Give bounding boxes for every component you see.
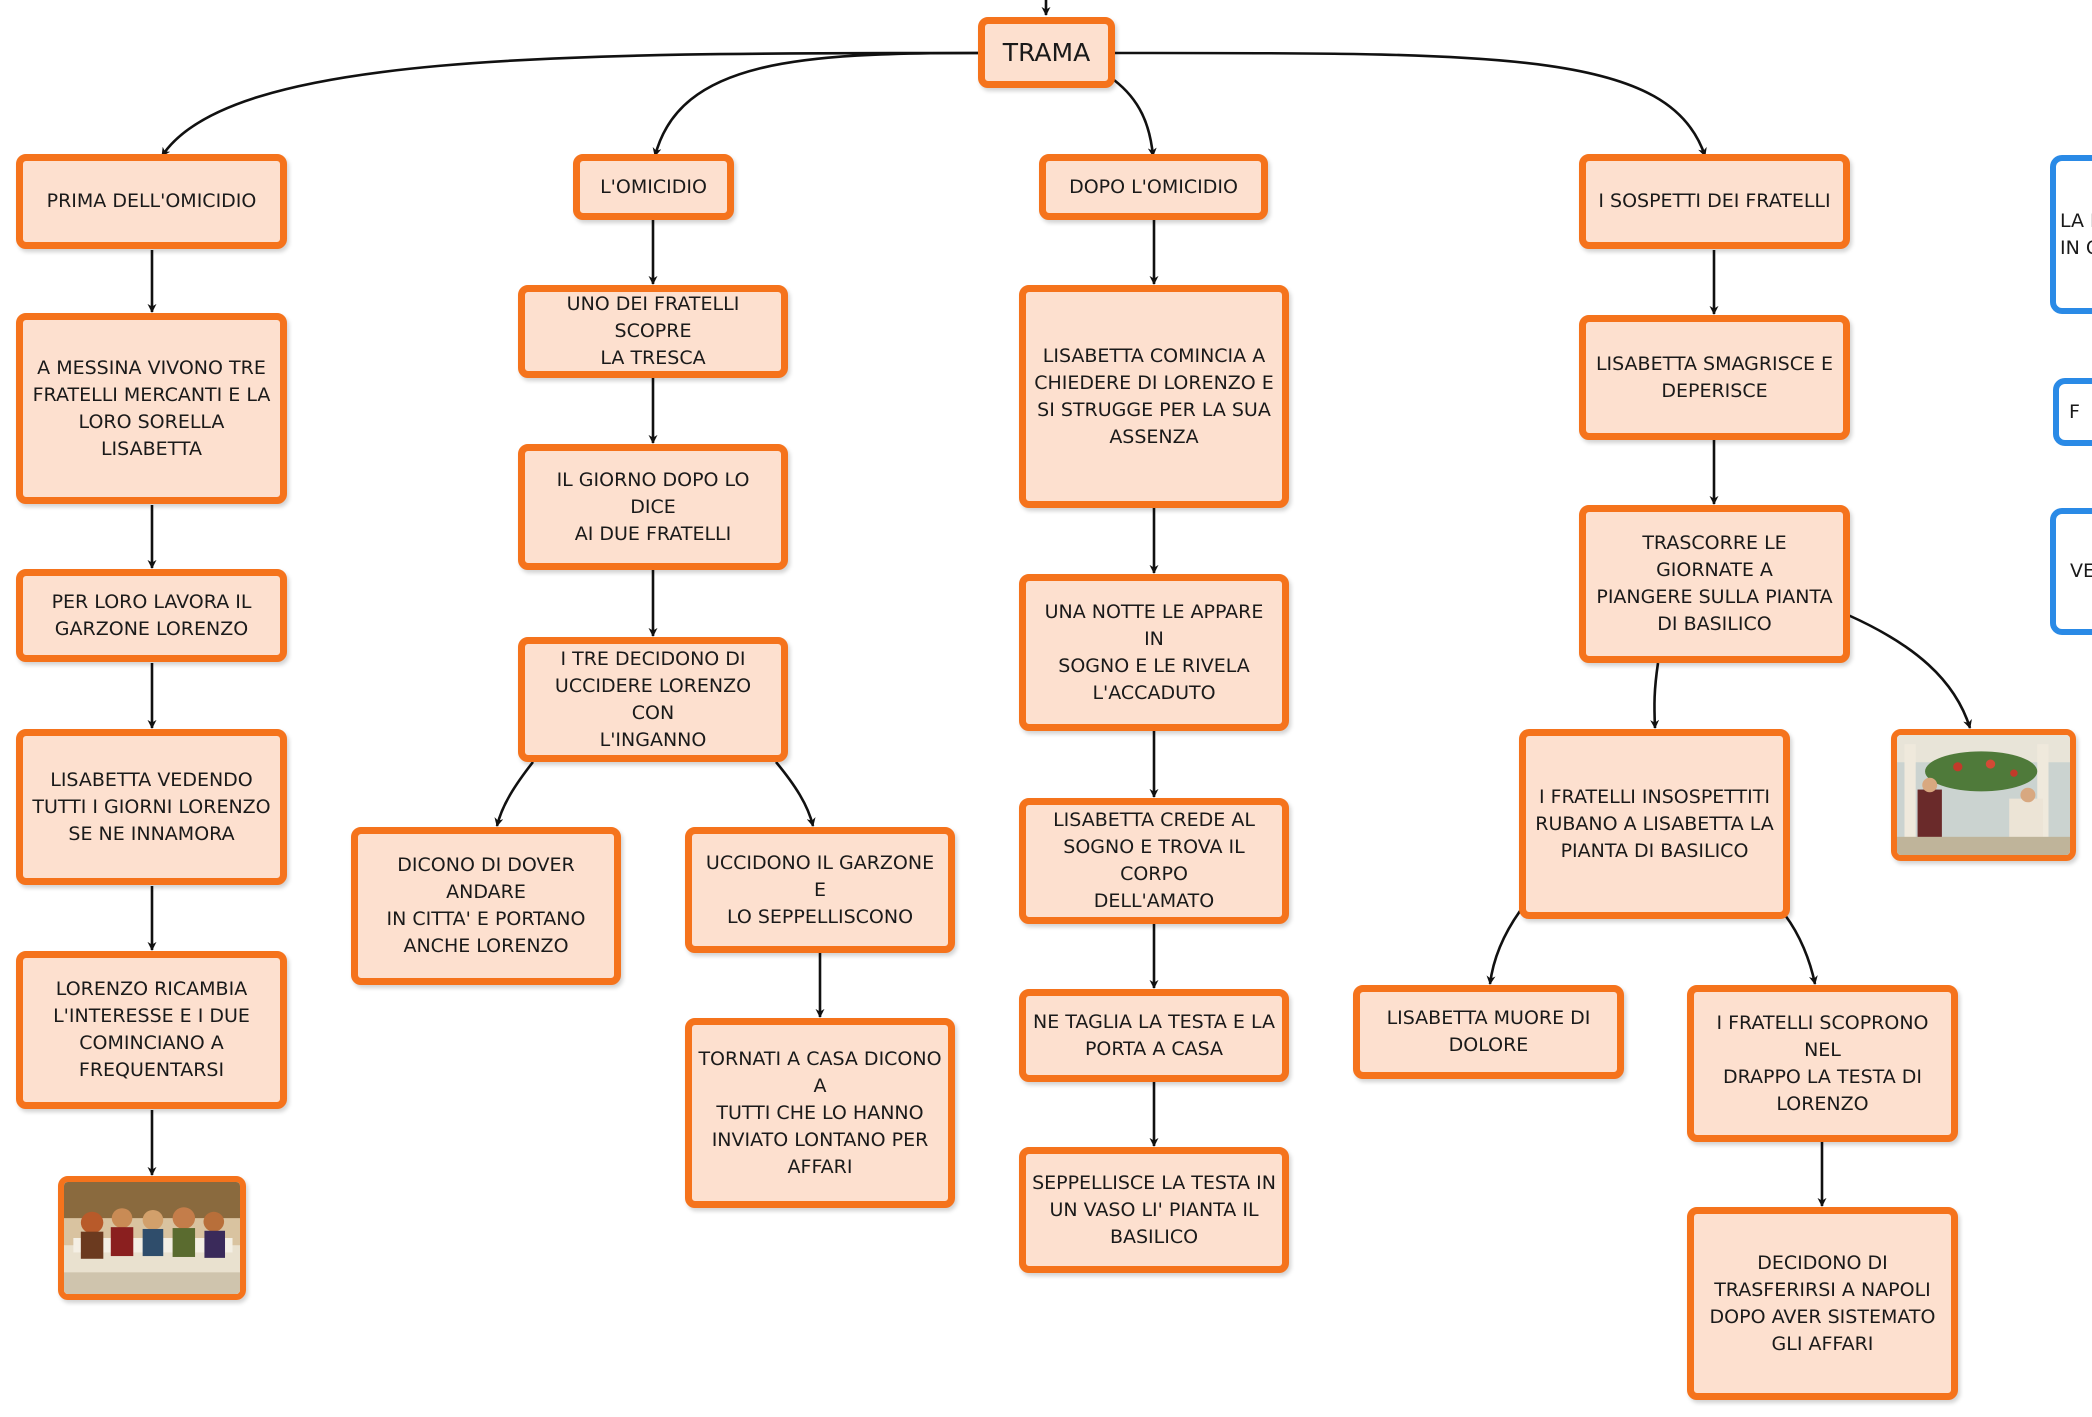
side-node-cut-2-label: F — [2069, 400, 2080, 423]
dopo-item-4[interactable]: NE TAGLIA LA TESTA E LA PORTA A CASA — [1019, 989, 1289, 1082]
connector-root-sospetti — [1113, 51, 1707, 157]
branch-title-prima[interactable]: PRIMA DELL'OMICIDIO — [16, 154, 287, 249]
connector-root-omicidio — [652, 51, 981, 157]
sospetti-item-1[interactable]: LISABETTA SMAGRISCE E DEPERISCE — [1579, 315, 1850, 440]
prima-item-2[interactable]: PER LORO LAVORA IL GARZONE LORENZO — [16, 569, 287, 662]
connector-omicidio-right — [774, 761, 816, 827]
side-node-cut-2[interactable]: F — [2053, 378, 2092, 446]
side-node-cut-1-line2: IN C — [2060, 236, 2092, 259]
sospetti-left-child[interactable]: LISABETTA MUORE DI DOLORE — [1353, 985, 1624, 1079]
dopo-item-1[interactable]: LISABETTA COMINCIA A CHIEDERE DI LORENZO… — [1019, 285, 1289, 508]
root-node-trama[interactable]: TRAMA — [978, 17, 1115, 88]
side-node-cut-1[interactable]: LA N IN C — [2050, 155, 2092, 314]
omicidio-right-child[interactable]: UCCIDONO IL GARZONE E LO SEPPELLISCONO — [685, 827, 955, 953]
side-node-cut-1-line1: LA N — [2060, 209, 2092, 232]
omicidio-item-3[interactable]: I TRE DECIDONO DI UCCIDERE LORENZO CON L… — [518, 637, 788, 762]
connector-sospetti-img — [1847, 613, 1972, 729]
prima-item-1[interactable]: A MESSINA VIVONO TRE FRATELLI MERCANTI E… — [16, 313, 287, 504]
connector-root-prima — [160, 51, 981, 157]
dopo-item-3[interactable]: LISABETTA CREDE AL SOGNO E TROVA IL CORP… — [1019, 798, 1289, 924]
connector-sospetti-left — [1486, 910, 1522, 985]
connector-sospetti-right — [1783, 914, 1818, 985]
sospetti-right-child[interactable]: I FRATELLI SCOPRONO NEL DRAPPO LA TESTA … — [1687, 985, 1958, 1142]
branch-title-sospetti[interactable]: I SOSPETTI DEI FRATELLI — [1579, 154, 1850, 249]
omicidio-item-2[interactable]: IL GIORNO DOPO LO DICE AI DUE FRATELLI — [518, 444, 788, 570]
prima-item-3[interactable]: LISABETTA VEDENDO TUTTI I GIORNI LORENZO… — [16, 729, 287, 885]
prima-item-4[interactable]: LORENZO RICAMBIA L'INTERESSE E I DUE COM… — [16, 951, 287, 1109]
painting-banquet-image — [58, 1176, 246, 1300]
sospetti-item-2[interactable]: TRASCORRE LE GIORNATE A PIANGERE SULLA P… — [1579, 505, 1850, 663]
side-node-cut-3-label: VEI — [2070, 560, 2092, 582]
omicidio-right-grandchild[interactable]: TORNATI A CASA DICONO A TUTTI CHE LO HAN… — [685, 1018, 955, 1208]
connector-root-dopo — [1113, 78, 1157, 157]
connector-sospetti-3 — [1650, 662, 1660, 729]
painting-garden-basil-image — [1891, 729, 2076, 861]
side-node-cut-3[interactable]: VEI — [2050, 508, 2092, 635]
branch-title-omicidio[interactable]: L'OMICIDIO — [573, 154, 734, 220]
sospetti-item-3[interactable]: I FRATELLI INSOSPETTITI RUBANO A LISABET… — [1519, 729, 1790, 919]
omicidio-left-child[interactable]: DICONO DI DOVER ANDARE IN CITTA' E PORTA… — [351, 827, 621, 985]
omicidio-item-1[interactable]: UNO DEI FRATELLI SCOPRE LA TRESCA — [518, 285, 788, 378]
branch-title-dopo[interactable]: DOPO L'OMICIDIO — [1039, 154, 1268, 220]
dopo-item-2[interactable]: UNA NOTTE LE APPARE IN SOGNO E LE RIVELA… — [1019, 574, 1289, 731]
sospetti-right-grandchild[interactable]: DECIDONO DI TRASFERIRSI A NAPOLI DOPO AV… — [1687, 1207, 1958, 1400]
dopo-item-5[interactable]: SEPPELLISCE LA TESTA IN UN VASO LI' PIAN… — [1019, 1147, 1289, 1273]
connector-omicidio-left — [494, 761, 535, 827]
